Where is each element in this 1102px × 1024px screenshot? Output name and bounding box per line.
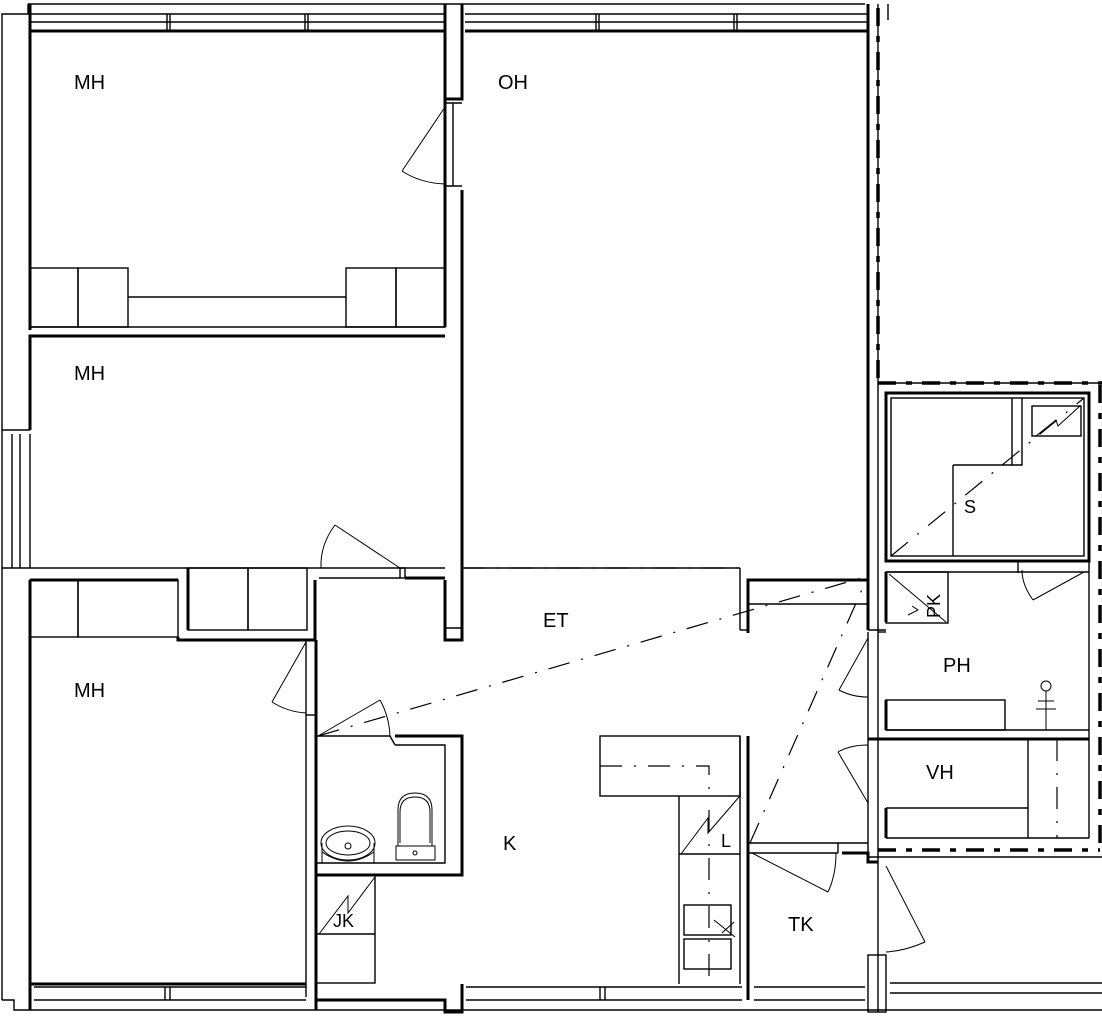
door-tk[interactable] bbox=[751, 852, 837, 893]
living-room-walls bbox=[462, 4, 889, 1012]
bedroom-1 bbox=[29, 267, 446, 328]
door-mh2[interactable] bbox=[320, 524, 401, 569]
room-label-oh: OH bbox=[498, 72, 528, 94]
wall-mh1-oh bbox=[443, 4, 464, 642]
room-label-jk: JK bbox=[333, 911, 355, 931]
door-sauna[interactable] bbox=[1021, 569, 1085, 601]
wardrobes-mh3 bbox=[29, 567, 445, 642]
sink-icon bbox=[320, 825, 376, 863]
entrance-door[interactable] bbox=[885, 865, 926, 953]
bedroom-2 bbox=[2, 334, 445, 569]
sightlines bbox=[317, 575, 869, 844]
room-label-et: ET bbox=[543, 610, 569, 632]
door-mh1[interactable] bbox=[401, 106, 446, 185]
wall-mh3-k bbox=[305, 639, 318, 1010]
hall-walls bbox=[739, 568, 886, 857]
wc-room bbox=[316, 734, 464, 877]
door-wc[interactable] bbox=[317, 699, 391, 737]
tk-room bbox=[748, 842, 887, 1013]
sauna-room bbox=[884, 391, 1091, 573]
room-label-pk: PK bbox=[924, 593, 945, 619]
door-ph[interactable] bbox=[838, 637, 869, 698]
room-label-ph: PH bbox=[943, 655, 971, 677]
room-label-s: S bbox=[964, 497, 977, 517]
toilet-icon bbox=[395, 792, 436, 861]
room-label-k: K bbox=[503, 833, 517, 855]
room-label-tk: TK bbox=[788, 914, 814, 936]
room-label-vh: VH bbox=[926, 762, 954, 784]
room-label-mh-1: MH bbox=[74, 72, 106, 94]
room-label-mh-3: MH bbox=[74, 680, 106, 702]
room-label-mh-2: MH bbox=[74, 363, 106, 385]
door-mh3[interactable] bbox=[271, 641, 307, 714]
kitchen-counter bbox=[599, 735, 750, 1000]
cabinet-jk bbox=[315, 874, 376, 984]
sauna-exterior bbox=[868, 381, 1102, 858]
bottom-window-band bbox=[30, 982, 1102, 1014]
left-exterior-wall bbox=[1, 4, 32, 1011]
room-label-l: L bbox=[721, 831, 732, 851]
wash-area bbox=[868, 561, 1090, 839]
top-window-band bbox=[28, 3, 868, 33]
door-vh[interactable] bbox=[837, 744, 869, 804]
